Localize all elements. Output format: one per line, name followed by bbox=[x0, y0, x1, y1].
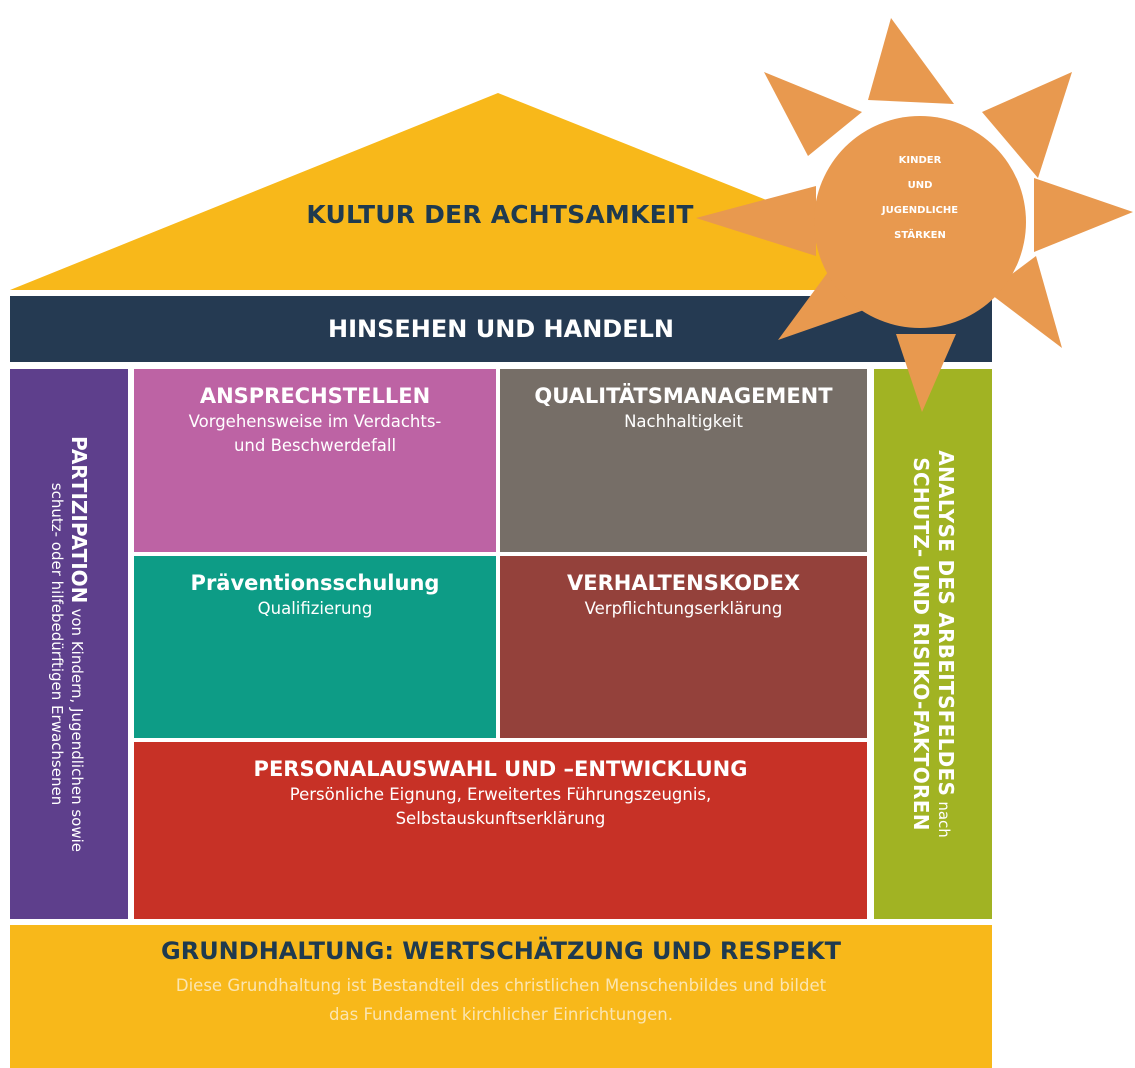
foundation-grundhaltung: GRUNDHALTUNG: WERTSCHÄTZUNG UND RESPEKT … bbox=[10, 925, 992, 1068]
sun-line3: JUGENDLICHE bbox=[881, 205, 959, 216]
cell-verhaltenskodex: VERHALTENSKODEX Verpflichtungserklärung bbox=[500, 556, 867, 738]
left-pillar-partizipation: PARTIZIPATION von Kindern, Jugendlichen … bbox=[10, 369, 128, 919]
foundation-line2: das Fundament kirchlicher Einrichtungen. bbox=[329, 1005, 673, 1025]
sun-ray-top-right bbox=[982, 72, 1072, 178]
sun-text: KINDER UND JUGENDLICHE STÄRKEN bbox=[820, 148, 1020, 248]
sun-line1: KINDER bbox=[898, 155, 942, 166]
foundation-title: GRUNDHALTUNG: WERTSCHÄTZUNG UND RESPEKT bbox=[161, 937, 841, 965]
foundation-line1: Diese Grundhaltung ist Bestandteil des c… bbox=[175, 975, 827, 995]
roof-triangle bbox=[10, 93, 992, 290]
cell-verhaltenskodex-title: VERHALTENSKODEX bbox=[566, 571, 801, 595]
sun-ray-left bbox=[696, 186, 816, 256]
sun-ray-top-left bbox=[764, 72, 862, 156]
cell-qualitaetsmanagement: QUALITÄTSMANAGEMENT Nachhaltigkeit bbox=[500, 369, 867, 552]
cell-verhaltenskodex-line1: Verpflichtungserklärung bbox=[584, 599, 783, 619]
cell-qualitaet-line1: Nachhaltigkeit bbox=[624, 412, 743, 432]
cell-ansprechstellen-title: ANSPRECHSTELLEN bbox=[199, 384, 431, 408]
sun-line2: UND bbox=[907, 180, 933, 191]
roof-title: KULTUR DER ACHTSAMKEIT bbox=[306, 200, 694, 229]
sun-ray-right bbox=[1034, 178, 1133, 252]
sun-ray-top bbox=[868, 18, 954, 104]
cell-qualitaet-title: QUALITÄTSMANAGEMENT bbox=[534, 384, 833, 408]
cell-ansprechstellen: ANSPRECHSTELLEN Vorgehensweise im Verdac… bbox=[134, 369, 496, 552]
right-pillar-analyse: ANALYSE DES ARBEITSFELDES nach SCHUTZ- U… bbox=[874, 369, 992, 919]
cell-ansprechstellen-line2: und Beschwerdefall bbox=[233, 436, 397, 456]
cell-ansprechstellen-line1: Vorgehensweise im Verdachts- bbox=[188, 412, 442, 432]
sun-ray-bottom bbox=[896, 334, 956, 412]
cell-praeventionsschulung: Präventionsschulung Qualifizierung bbox=[134, 556, 496, 738]
cell-personal-line2: Selbstauskunftserklärung bbox=[395, 809, 606, 829]
sun-disc bbox=[814, 116, 1026, 328]
sun-line4: STÄRKEN bbox=[894, 230, 946, 241]
cell-praevention-line1: Qualifizierung bbox=[257, 599, 373, 619]
cell-praevention-title: Präventionsschulung bbox=[190, 571, 440, 595]
cell-personal-line1: Persönliche Eignung, Erweitertes Führung… bbox=[289, 785, 712, 805]
cell-personal-title: PERSONALAUSWAHL UND –ENTWICKLUNG bbox=[253, 757, 748, 781]
cell-personalauswahl: PERSONALAUSWAHL UND –ENTWICKLUNG Persönl… bbox=[134, 742, 867, 919]
